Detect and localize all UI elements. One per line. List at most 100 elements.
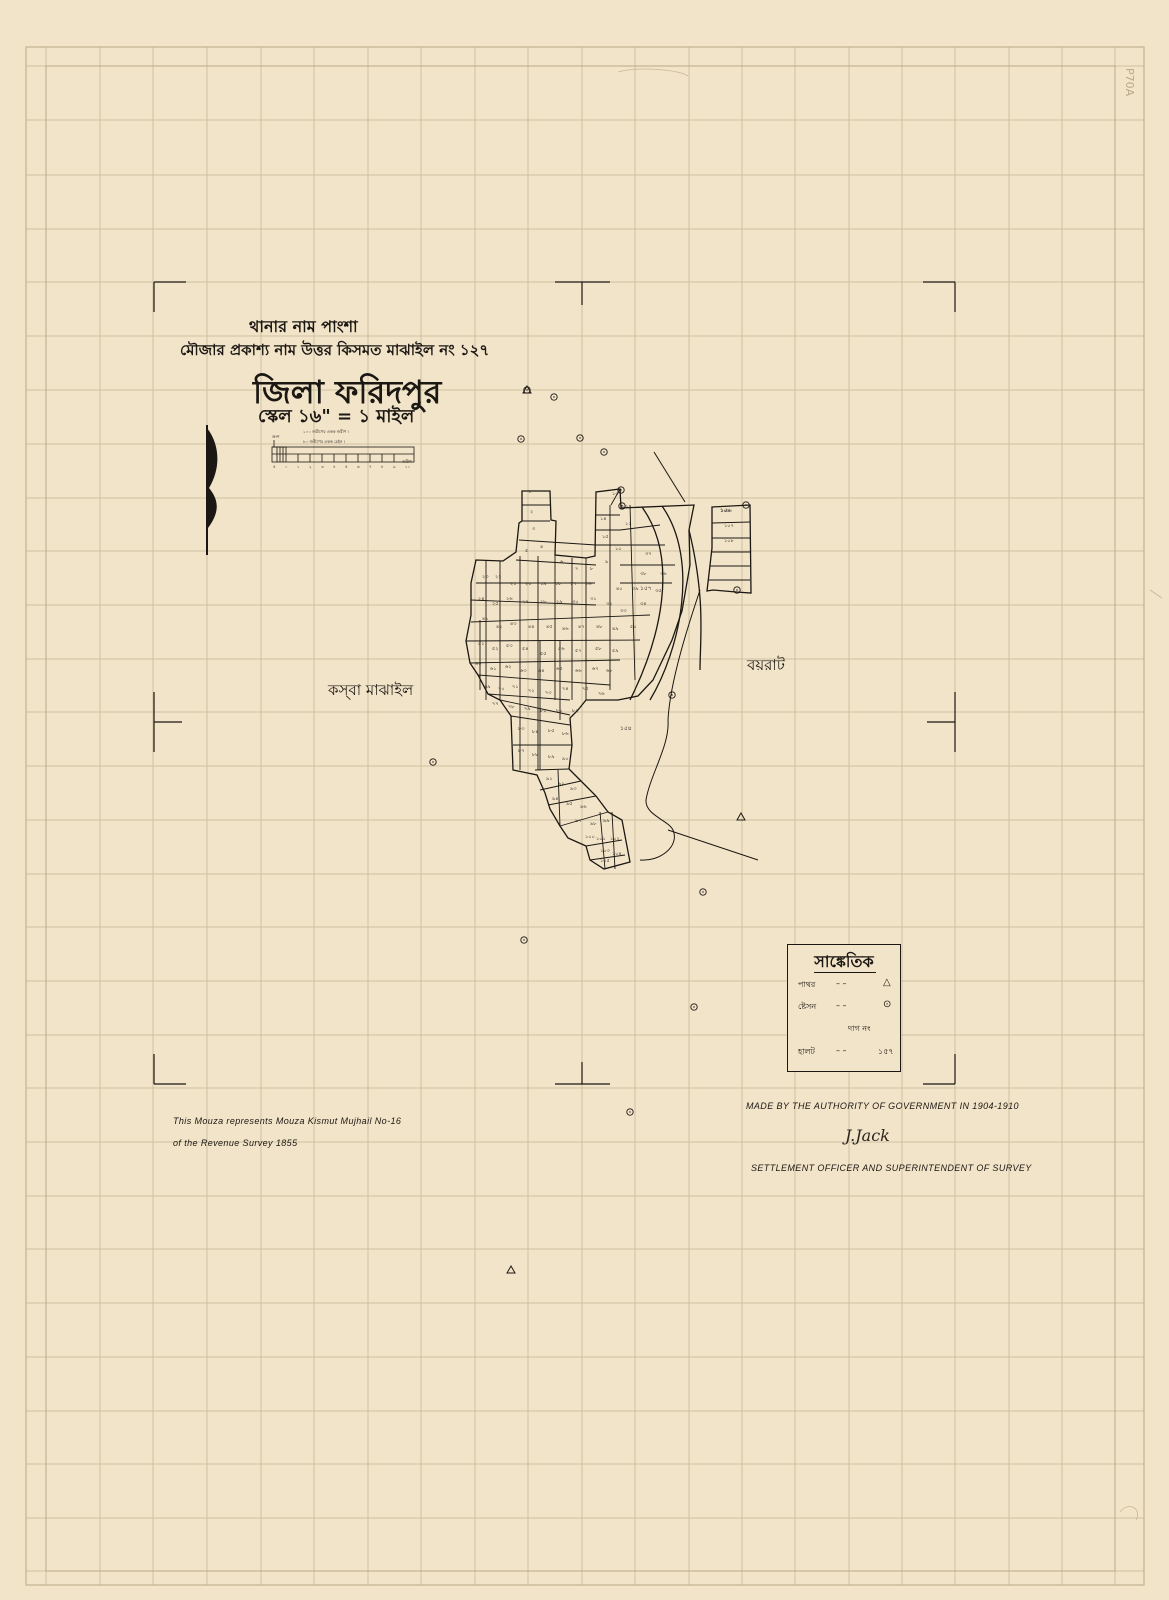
scale-number: ০ bbox=[285, 464, 288, 469]
plot-number: ১৪ bbox=[600, 516, 607, 522]
north-arrow bbox=[206, 425, 218, 555]
plot-number: ১৭ bbox=[570, 581, 577, 587]
plot-number: ৭০ bbox=[498, 686, 505, 692]
station-icon bbox=[576, 434, 584, 442]
plot-number: ৮১ bbox=[556, 708, 563, 714]
mouza-name: মৌজার প্রকাশ্য নাম উত্তর কিসমত মাঝাইল নং… bbox=[180, 341, 490, 359]
plot-number: ৫১ bbox=[478, 641, 485, 647]
plot-number: ৩৭ bbox=[645, 551, 652, 557]
plot-number: ৮৩ bbox=[518, 726, 525, 732]
station-icon bbox=[600, 448, 608, 456]
plot-number: ৯৮ bbox=[590, 821, 597, 827]
station-icon bbox=[626, 1108, 634, 1116]
road-line bbox=[653, 451, 686, 503]
station-icon bbox=[699, 888, 707, 896]
stone-pillar-icon bbox=[522, 384, 532, 394]
station-center-dot bbox=[620, 489, 622, 491]
plot-number: ৬২ bbox=[505, 664, 512, 670]
plot-number: ২৫ bbox=[492, 601, 499, 607]
station-center-dot bbox=[745, 504, 747, 506]
plot-number: ৬৬ bbox=[575, 668, 582, 674]
plot-number: ১৯ bbox=[540, 581, 547, 587]
scale-number: ১০ bbox=[405, 464, 411, 469]
scale-title: স্কেল ১৬" = ১ মাইল bbox=[258, 406, 415, 427]
parcel-line bbox=[539, 780, 582, 791]
scale-note-1: ১০০ জরীপের একক জরীপ । bbox=[303, 429, 350, 434]
plot-number: ১৮ bbox=[555, 581, 562, 587]
plot-number: ৪১ bbox=[482, 616, 489, 622]
station-center-dot bbox=[629, 1111, 631, 1113]
station-center-dot bbox=[553, 396, 555, 398]
legend-dashes-station: – – bbox=[836, 1001, 847, 1010]
crop-mark-bottom-right bbox=[923, 1054, 956, 1085]
parcel-line bbox=[470, 599, 597, 606]
plot-number: ১০৪ bbox=[612, 851, 622, 857]
triangle-icon: △ bbox=[883, 977, 891, 988]
plot-number: ২১ bbox=[510, 581, 517, 587]
plot-number: ৮৫ bbox=[548, 728, 555, 734]
plot-number: ৮ bbox=[590, 566, 594, 572]
parcel-line bbox=[469, 659, 621, 664]
plot-number: ৯২ bbox=[558, 781, 565, 787]
plot-number: ৯৩ bbox=[570, 786, 577, 792]
inner-border bbox=[45, 65, 1116, 1572]
station-icon bbox=[517, 435, 525, 443]
legend-plot-number-label: দাগ নং bbox=[848, 1024, 871, 1033]
plot-number: ৫৬ bbox=[558, 646, 565, 652]
sheet-number: P70A bbox=[1123, 68, 1136, 97]
legend-label-stone: পাথর bbox=[798, 980, 816, 989]
legend-box: সাঙ্কেতিক পাথর – – △ ষ্টেসন – – ⊙ দাগ নং… bbox=[787, 944, 901, 1072]
parcel-line bbox=[470, 614, 651, 623]
plot-number: ১ bbox=[528, 489, 531, 495]
plot-number: ৬১ bbox=[490, 666, 497, 672]
plot-number: ৬ bbox=[560, 559, 564, 565]
plot-number: ৮২ bbox=[572, 708, 579, 714]
plot-number: ৬৮ bbox=[606, 668, 613, 674]
plot-number: ৫৫ bbox=[540, 651, 547, 657]
plot-number: ৭৫ bbox=[582, 686, 589, 692]
plot-number: ৪৩ bbox=[510, 621, 517, 627]
scale-number: ৫ bbox=[273, 464, 276, 469]
plot-number: ২০ bbox=[525, 581, 532, 587]
plot-number: ১৫৭ bbox=[640, 585, 652, 592]
plot-number: ১৫ bbox=[602, 534, 609, 540]
plot-number: ২৯ bbox=[556, 599, 563, 605]
plot-number: ৯৭ bbox=[575, 818, 582, 824]
station-center-dot bbox=[523, 939, 525, 941]
graticule-grid bbox=[26, 47, 1144, 1585]
station-center-dot bbox=[432, 761, 434, 763]
station-icon bbox=[733, 586, 741, 594]
plot-number: ৯১ bbox=[546, 776, 553, 782]
thana-name: থানার নাম পাংশা bbox=[249, 317, 358, 336]
plot-number: ১০২ bbox=[610, 836, 620, 842]
stone-pillar-icon bbox=[506, 1264, 516, 1274]
plot-number: ১০৫ bbox=[600, 858, 610, 864]
legend-dashes-path: – – bbox=[836, 1046, 847, 1055]
plot-number: ১০ bbox=[615, 546, 622, 552]
plot-number: ৪২ bbox=[496, 624, 503, 630]
plot-number: ৮৯ bbox=[548, 754, 555, 760]
scale-number: ৪ bbox=[333, 464, 336, 469]
station-center-dot bbox=[526, 389, 528, 391]
plot-number: ১১ bbox=[625, 521, 632, 527]
revenue-note-line-1: This Mouza represents Mouza Kismut Mujha… bbox=[173, 1116, 402, 1126]
plot-number: ৮৮ bbox=[532, 752, 539, 758]
crop-mark-top-center bbox=[555, 281, 610, 305]
plot-number: ৩০ bbox=[572, 599, 579, 605]
scale-number: ৫ bbox=[345, 464, 348, 469]
scale-left-label: অংশ bbox=[272, 434, 280, 439]
plot-number: ৭১ bbox=[512, 684, 519, 690]
parcel-line bbox=[487, 693, 571, 701]
revenue-note-line-2: of the Revenue Survey 1855 bbox=[173, 1138, 298, 1148]
plot-number: ৩৮ bbox=[640, 571, 647, 577]
char-land-curve-a bbox=[629, 506, 664, 701]
plot-number: ৩৫ bbox=[655, 588, 662, 594]
river-line bbox=[639, 589, 701, 861]
plot-number: ৭৮ bbox=[508, 704, 515, 710]
scale-number: ১ bbox=[297, 464, 300, 469]
legend-title-underline bbox=[814, 972, 876, 973]
plot-number: ৬৫ bbox=[556, 666, 563, 672]
plot-number: ৮৭ bbox=[518, 748, 525, 754]
scale-number: ৭ bbox=[369, 464, 372, 469]
station-icon bbox=[550, 393, 558, 401]
